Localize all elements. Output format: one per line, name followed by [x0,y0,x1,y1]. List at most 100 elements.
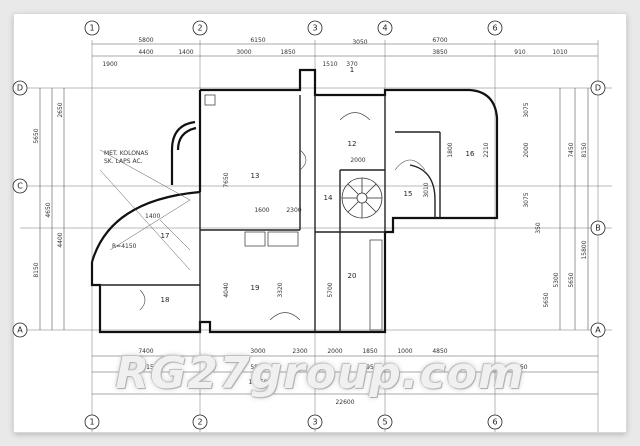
inner-walls [100,95,441,332]
axis-label-col-6-top: 6 [492,24,497,33]
axis-label-col-6-bottom: 6 [492,418,497,427]
right-dimensions: 8150 15800 7450 5650 5300 5650 3075 2000… [523,102,588,307]
dim-right-outer-1: 8150 [581,142,588,157]
axis-label-col-3-bottom: 3 [312,418,317,427]
axis-label-row-d-right: D [595,84,601,93]
axis-bubbles [12,20,606,430]
axis-label-col-1-bottom: 1 [89,418,94,427]
room-label-18: 18 [161,296,170,304]
axis-label-col-2-bottom: 2 [197,418,202,427]
axis-label-col-4: 4 [382,24,387,33]
dim-right-mid-1: 7450 [568,142,575,157]
axis-label-col-2: 2 [197,24,202,33]
dim-right-mid-2: 5650 [568,272,575,287]
drawing-notes: MET. KOLONAS SK. LAPS AC. R=4150 1400 [104,150,160,250]
dim-right-inner-1: 3075 [523,102,530,117]
room-dim-8: 3010 [423,182,430,197]
axis-label-row-d: D [17,84,23,93]
dim-bottom-total-partial: 16250 [248,379,267,386]
dim-top-inner-7: 1010 [552,49,567,56]
room-dim-9: 1800 [447,142,454,157]
room-dim-1: 7650 [223,172,230,187]
note-small: 1400 [145,213,160,220]
dim-bottom-mid-3: 3950 [362,364,377,371]
axis-label-col-1: 1 [89,24,94,33]
room-label-13: 13 [251,172,260,180]
dim-left-mid-3: 2650 [57,102,64,117]
dim-right-outer-2: 15800 [581,240,588,259]
dim-right-mid-3: 5300 [553,272,560,287]
dim-top-outer-2: 6150 [250,37,265,44]
watermark-logo: RG27group.com [115,348,525,399]
room-dim-4: 5700 [327,282,334,297]
dim-top-inner-5: 3850 [432,49,447,56]
dim-bottom-inner-3: 2300 [292,348,307,355]
room-label-12: 12 [348,140,357,148]
dim-bottom-total: 22600 [335,399,354,406]
room-dimensions: 7650 4040 3320 5700 2000 1600 2300 3010 … [223,142,490,297]
room-diagonals [99,149,191,271]
room-label-1: 1 [350,66,354,74]
axis-label-row-a: A [17,326,23,335]
dim-bottom-inner-1: 7400 [138,348,153,355]
room-dim-6: 1600 [254,207,269,214]
dim-bottom-inner-4: 2000 [327,348,342,355]
note-column-2: SK. LAPS AC. [104,158,143,165]
dim-left-mid-1: 4650 [45,202,52,217]
left-dimensions: 5650 8150 4650 4400 2650 [33,102,64,277]
dim-bottom-mid-1: 6150 [142,364,157,371]
dim-top-inner-2: 1400 [178,49,193,56]
dim-bottom-inner-5: 1850 [362,348,377,355]
dim-bottom-inner-2: 3000 [250,348,265,355]
dim-bottom-mid-4: 6250 [512,364,527,371]
dim-left-outer-2: 8150 [33,262,40,277]
dim-right-inner-2: 2000 [523,142,530,157]
dim-top-small-3: 370 [346,61,358,68]
dim-top-inner-1: 4400 [138,49,153,56]
room-dim-10: 2210 [483,142,490,157]
dim-bottom-inner-6: 1000 [397,348,412,355]
spiral-stair [341,177,383,219]
axis-label-col-5-bottom: 5 [382,418,387,427]
dim-right-inner-3: 3075 [523,192,530,207]
dim-right-mid-4: 5650 [543,292,550,307]
room-dim-5: 2000 [350,157,365,164]
axis-label-row-c: C [17,182,23,191]
dimension-lines [39,43,598,395]
axis-label-row-a-right: A [595,326,601,335]
dim-top-inner-6: 910 [514,49,526,56]
room-label-20: 20 [348,272,357,280]
room-label-19: 19 [251,284,260,292]
door-swings [139,112,426,321]
dim-top-inner-3: 3000 [236,49,251,56]
dim-top-small-2: 1510 [322,61,337,68]
axis-label-col-3: 3 [312,24,317,33]
top-dimensions: 5800 6150 6700 4400 1400 3000 1850 3850 … [102,37,567,68]
dim-top-small-4: 3050 [352,39,367,46]
dim-top-outer-3: 6700 [432,37,447,44]
room-dim-2: 4040 [223,282,230,297]
dim-bottom-inner-7: 4850 [432,348,447,355]
room-label-14: 14 [324,194,333,202]
room-dim-3: 3320 [277,282,284,297]
note-radius: R=4150 [112,243,137,250]
axis-labels: 1 2 3 4 6 1 2 3 5 6 D C A D B A [17,24,601,427]
room-label-17: 17 [161,232,170,240]
dim-left-mid-2: 4400 [57,232,64,247]
axis-label-row-b-right: B [595,224,601,233]
note-column-1: MET. KOLONAS [104,150,149,157]
dim-top-small-1: 1900 [102,61,117,68]
room-label-16: 16 [466,150,475,158]
room-dim-7: 2300 [286,207,301,214]
outer-walls [90,68,499,334]
dim-top-inner-4: 1850 [280,49,295,56]
dim-right-inner-4: 350 [535,222,542,234]
dim-left-outer-1: 5650 [33,128,40,143]
bottom-dimensions: 7400 3000 2300 2000 1850 1000 4850 6150 … [138,348,527,406]
dim-top-outer-1: 5800 [138,37,153,44]
dim-bottom-mid-2: 5800 [250,364,265,371]
room-numbers: 1 12 13 14 15 16 17 18 19 20 [161,66,475,304]
room-label-15: 15 [404,190,413,198]
